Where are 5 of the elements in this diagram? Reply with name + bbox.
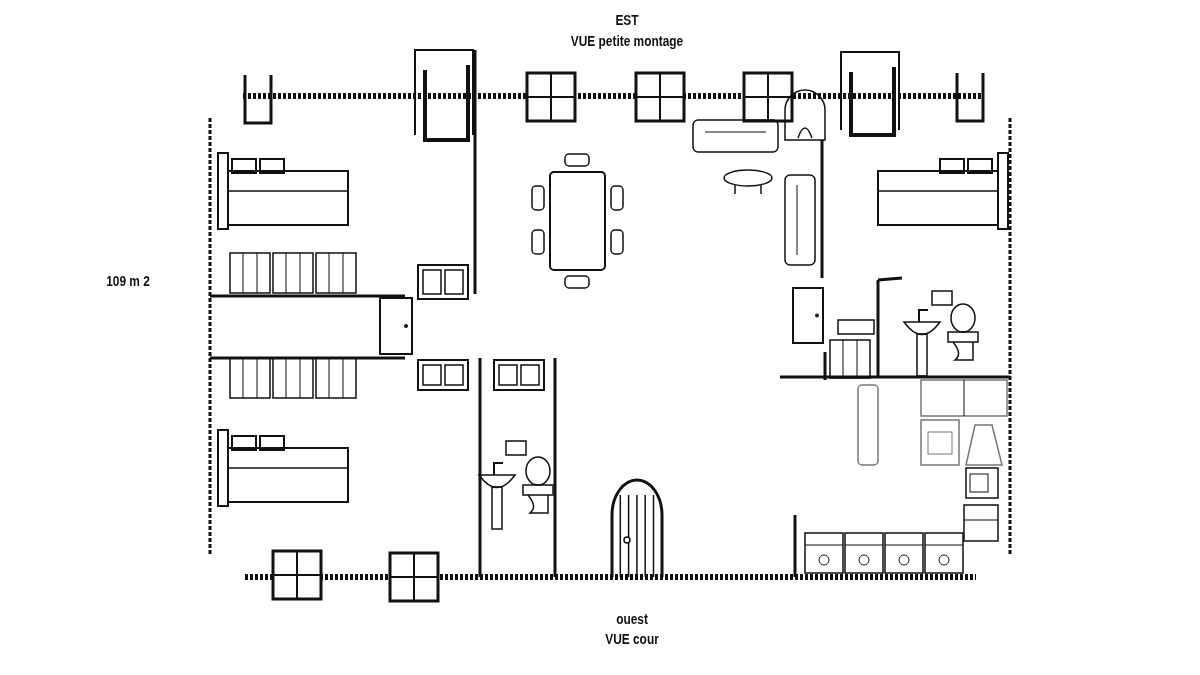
orientation-label: ouest xyxy=(616,611,648,627)
view-label: VUE cour xyxy=(605,631,659,647)
view-label: VUE petite montage xyxy=(570,33,684,49)
orientation-label: EST xyxy=(615,12,639,28)
area-label: 109 m 2 xyxy=(106,273,150,289)
